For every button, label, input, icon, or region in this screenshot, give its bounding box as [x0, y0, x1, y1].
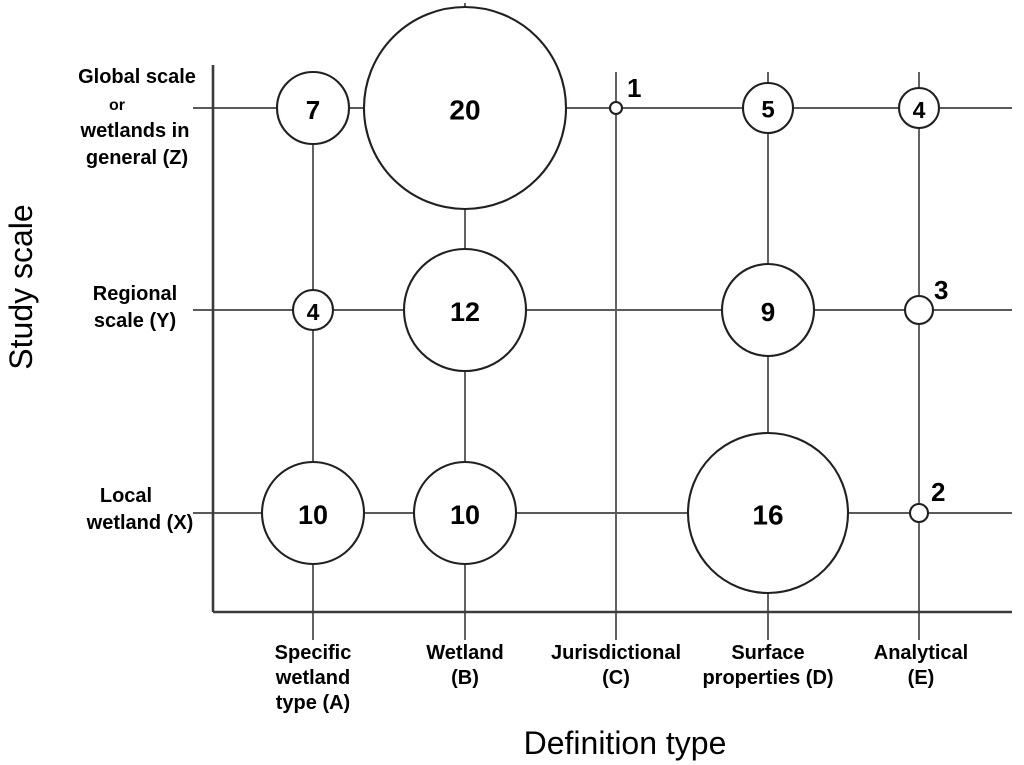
axis-spines — [211, 65, 1012, 614]
x-tick-a-line2: wetland — [275, 667, 350, 689]
bubble-e-z[interactable] — [897, 86, 941, 130]
bubble-a-z[interactable] — [275, 70, 351, 146]
x-tick-a-line1: Specific — [275, 642, 352, 664]
bubble-label-a-x: 10 — [298, 500, 328, 530]
bubble-label-c-z: 1 — [627, 73, 641, 103]
bubble-label-d-z: 5 — [761, 97, 774, 124]
bubble-b-y[interactable] — [402, 247, 528, 373]
bubble-label-e-z: 4 — [913, 97, 926, 123]
y-tick-y-line1: Regional — [93, 283, 177, 305]
bubble-e-y[interactable] — [903, 294, 935, 326]
bubble-b-z[interactable] — [362, 5, 568, 211]
x-tick-d-line1: Surface — [731, 642, 804, 664]
x-tick-c-line1: Jurisdictional — [551, 642, 681, 664]
bubble-d-y[interactable] — [720, 262, 816, 358]
y-tick-y-line2: scale (Y) — [94, 310, 176, 332]
bubble-group-row-y: 4 12 9 3 — [291, 247, 948, 373]
x-tick-e-line2: (E) — [908, 667, 935, 689]
bubble-a-x[interactable] — [260, 460, 366, 566]
bubble-label-d-y: 9 — [761, 297, 775, 327]
x-tick-c-line2: (C) — [602, 667, 630, 689]
x-tick-labels: Specific wetland type (A) Wetland (B) Ju… — [275, 642, 969, 714]
bubble-label-d-x: 16 — [752, 500, 783, 531]
y-tick-z-line1: Global scale — [78, 66, 196, 88]
bubble-d-x[interactable] — [686, 431, 850, 595]
y-tick-x-line2: wetland (X) — [86, 512, 194, 534]
y-axis-title: Study scale — [3, 204, 39, 369]
x-tick-e-line1: Analytical — [874, 642, 968, 664]
x-tick-b-line1: Wetland — [426, 642, 503, 664]
y-tick-z-line2: or — [109, 97, 125, 114]
y-tick-labels: Global scale or wetlands in general (Z) … — [78, 66, 196, 534]
bubble-label-b-y: 12 — [450, 297, 480, 327]
bubble-label-a-y: 4 — [307, 299, 320, 325]
bubble-group-row-x: 10 10 16 2 — [260, 431, 945, 595]
bubble-label-a-z: 7 — [306, 95, 320, 125]
bubble-label-b-x: 10 — [450, 500, 480, 530]
y-tick-z-line3: wetlands in — [80, 120, 190, 142]
y-tick-x-line1: Local — [100, 485, 152, 507]
x-tick-d-line2: properties (D) — [702, 667, 833, 689]
bubble-group-row-z: 7 20 1 5 4 — [275, 5, 941, 211]
x-tick-b-line2: (B) — [451, 667, 479, 689]
x-tick-a-line3: type (A) — [276, 692, 350, 714]
bubble-d-z[interactable] — [741, 81, 795, 135]
bubble-c-z[interactable] — [608, 100, 624, 116]
bubble-label-b-z: 20 — [449, 95, 480, 126]
bubble-a-y[interactable] — [291, 288, 335, 332]
bubble-e-x[interactable] — [908, 502, 930, 524]
bubble-label-e-x: 2 — [931, 477, 945, 507]
x-axis-title: Definition type — [524, 725, 727, 761]
y-tick-z-line4: general (Z) — [86, 147, 188, 169]
bubble-label-e-y: 3 — [934, 275, 948, 305]
bubble-b-x[interactable] — [412, 460, 518, 566]
